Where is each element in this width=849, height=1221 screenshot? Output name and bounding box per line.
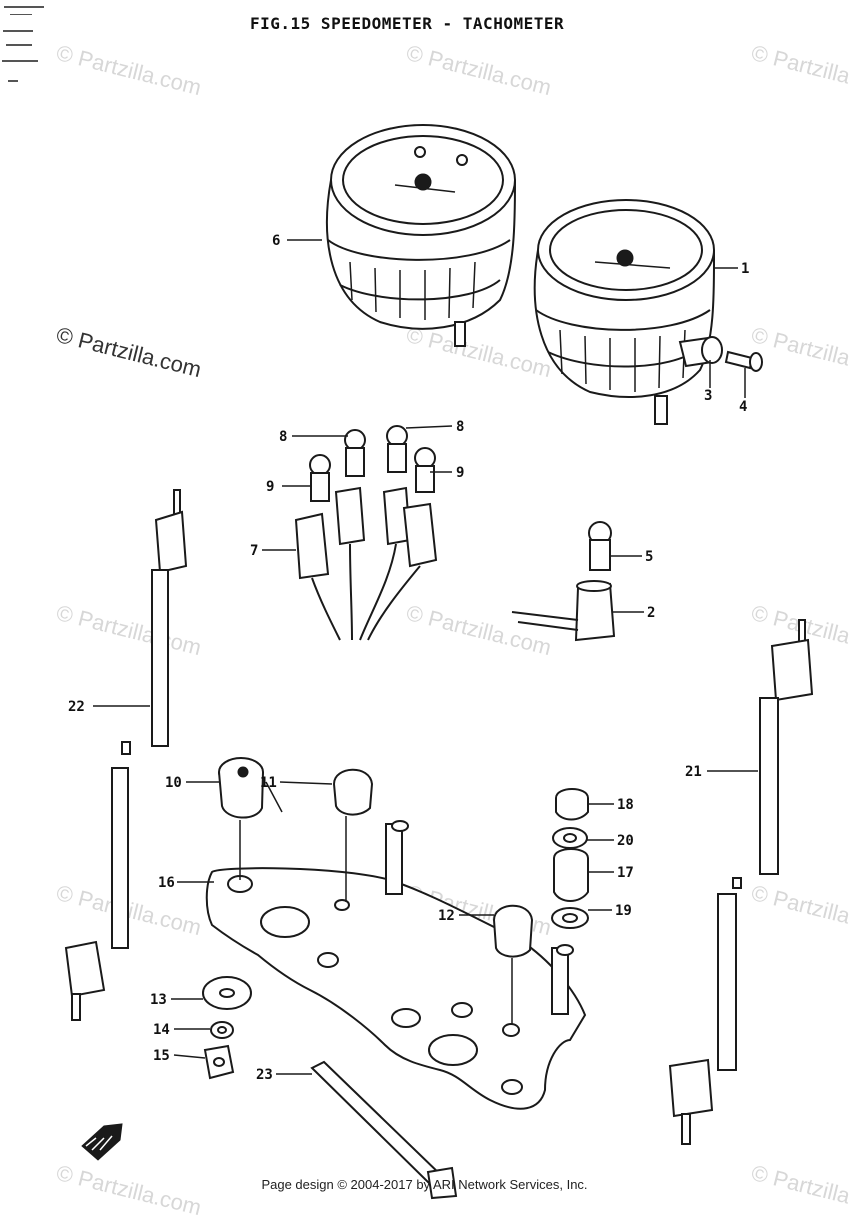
callout-15: 15 (153, 1048, 170, 1064)
indicator-socket[interactable] (511, 521, 616, 642)
callout-10: 10 (165, 775, 182, 791)
rubber-cap[interactable] (332, 768, 374, 816)
callout-3: 3 (704, 388, 712, 404)
nut-washer-stack[interactable] (551, 788, 589, 929)
callout-7: 7 (250, 543, 258, 559)
callout-8: 8 (279, 429, 287, 445)
nut[interactable] (203, 1044, 235, 1080)
page-footer: Page design © 2004-2017 by ARI Network S… (261, 1177, 588, 1192)
callout-8: 8 (456, 419, 464, 435)
lamp-socket-harness[interactable] (294, 425, 438, 641)
meter-bracket[interactable] (205, 820, 587, 1110)
scan-noise (2, 6, 44, 82)
rubber-grommet[interactable] (218, 757, 264, 819)
callout-4: 4 (739, 399, 747, 415)
speedometer-gauge[interactable] (533, 199, 763, 425)
callout-6: 6 (272, 233, 280, 249)
speedometer-cable[interactable] (64, 489, 188, 1021)
callout-labels: 6 1 3 4 8 8 9 9 7 5 2 22 21 10 11 16 18 … (68, 233, 749, 1083)
figure-title: FIG.15 SPEEDOMETER - TACHOMETER (250, 14, 565, 33)
mounting-bolt[interactable] (310, 1060, 458, 1200)
callout-16: 16 (158, 875, 175, 891)
washer[interactable] (202, 976, 252, 1010)
callout-9: 9 (456, 465, 464, 481)
callout-20: 20 (617, 833, 634, 849)
rubber-cap[interactable] (492, 904, 534, 958)
callout-1: 1 (741, 261, 749, 277)
callout-19: 19 (615, 903, 632, 919)
tachometer-gauge[interactable] (326, 124, 516, 347)
callout-12: 12 (438, 908, 455, 924)
callout-17: 17 (617, 865, 634, 881)
bulb (386, 425, 408, 473)
callout-21: 21 (685, 764, 702, 780)
callout-18: 18 (617, 797, 634, 813)
tachometer-cable[interactable] (668, 619, 814, 1145)
callout-9: 9 (266, 479, 274, 495)
bulb (309, 454, 331, 502)
callout-11: 11 (260, 775, 277, 791)
callout-13: 13 (150, 992, 167, 1008)
callout-2: 2 (647, 605, 655, 621)
bulb (414, 447, 436, 493)
leader-lines (93, 239, 758, 1075)
callout-23: 23 (256, 1067, 273, 1083)
spring-washer[interactable] (210, 1021, 234, 1039)
callout-5: 5 (645, 549, 653, 565)
callout-14: 14 (153, 1022, 170, 1038)
bulb (344, 429, 366, 477)
callout-22: 22 (68, 699, 85, 715)
front-arrow-icon (81, 1123, 123, 1161)
